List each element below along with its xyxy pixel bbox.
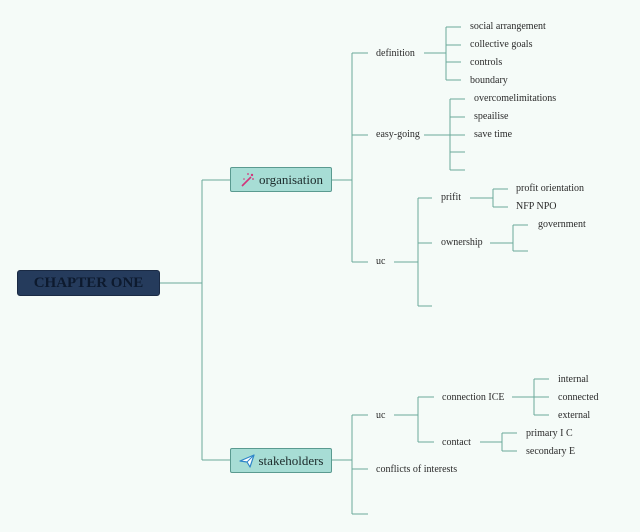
node-prifit[interactable]: prifit <box>441 192 461 203</box>
node-government[interactable]: government <box>538 219 586 230</box>
node-connected[interactable]: connected <box>558 392 599 403</box>
node-primary-ic[interactable]: primary I C <box>526 428 573 439</box>
branch-organisation-label: organisation <box>258 171 324 187</box>
node-external[interactable]: external <box>558 410 591 421</box>
node-conflicts-of-interests[interactable]: conflicts of interests <box>376 464 458 475</box>
node-collective-goals[interactable]: collective goals <box>470 39 533 50</box>
node-contact[interactable]: contact <box>442 437 471 448</box>
node-internal[interactable]: internal <box>558 374 589 385</box>
node-overcomelimitations[interactable]: overcomelimitations <box>474 93 557 104</box>
root-label: CHAPTER ONE <box>33 274 144 291</box>
node-save-time[interactable]: save time <box>474 129 513 140</box>
branch-organisation[interactable]: organisation <box>230 167 332 192</box>
node-boundary[interactable]: boundary <box>470 75 508 86</box>
node-uc-stakeholders[interactable]: uc <box>376 410 386 421</box>
wand-icon <box>241 172 254 187</box>
node-controls[interactable]: controls <box>470 57 503 68</box>
node-ownership[interactable]: ownership <box>441 237 483 248</box>
paper-plane-icon <box>238 453 255 468</box>
node-secondary-e[interactable]: secondary E <box>526 446 576 457</box>
node-easy-going[interactable]: easy-going <box>376 129 420 140</box>
node-uc-organisation[interactable]: uc <box>376 256 386 267</box>
branch-stakeholders-label: stakeholders <box>258 452 324 468</box>
root-node[interactable]: CHAPTER ONE <box>17 270 160 296</box>
node-connection-ice[interactable]: connection ICE <box>442 392 505 403</box>
node-speailise[interactable]: speailise <box>474 111 509 122</box>
node-definition[interactable]: definition <box>376 48 415 59</box>
branch-stakeholders[interactable]: stakeholders <box>230 448 332 473</box>
node-profit-orientation[interactable]: profit orientation <box>516 183 585 194</box>
node-nfp-npo[interactable]: NFP NPO <box>516 201 557 212</box>
node-social-arrangement[interactable]: social arrangement <box>470 21 546 32</box>
